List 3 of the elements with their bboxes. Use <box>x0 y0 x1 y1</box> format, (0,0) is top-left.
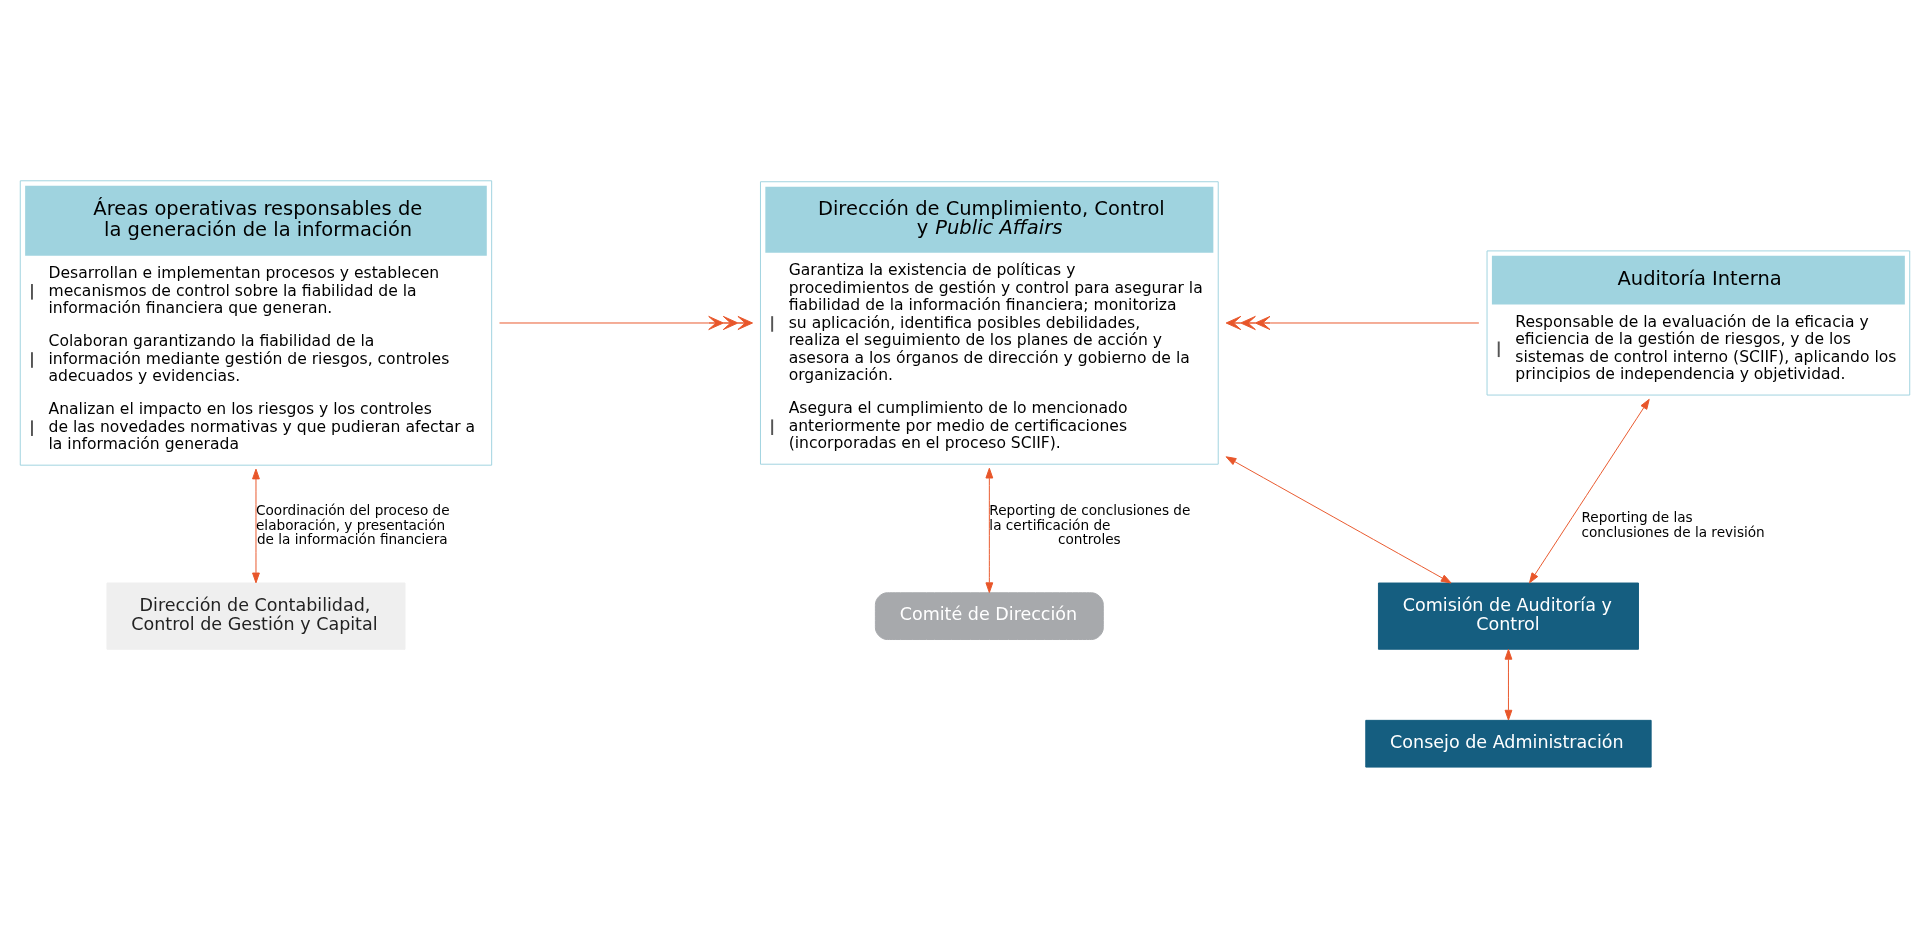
edge-label: Reporting de las conclusiones de la revisión <box>1581 508 1765 540</box>
edge-label: Reporting de conclusiones de la certificación de controles <box>989 501 1191 547</box>
edge-label: Coordinación del proceso de elaboración, y presentación de la información financiera <box>255 501 450 547</box>
